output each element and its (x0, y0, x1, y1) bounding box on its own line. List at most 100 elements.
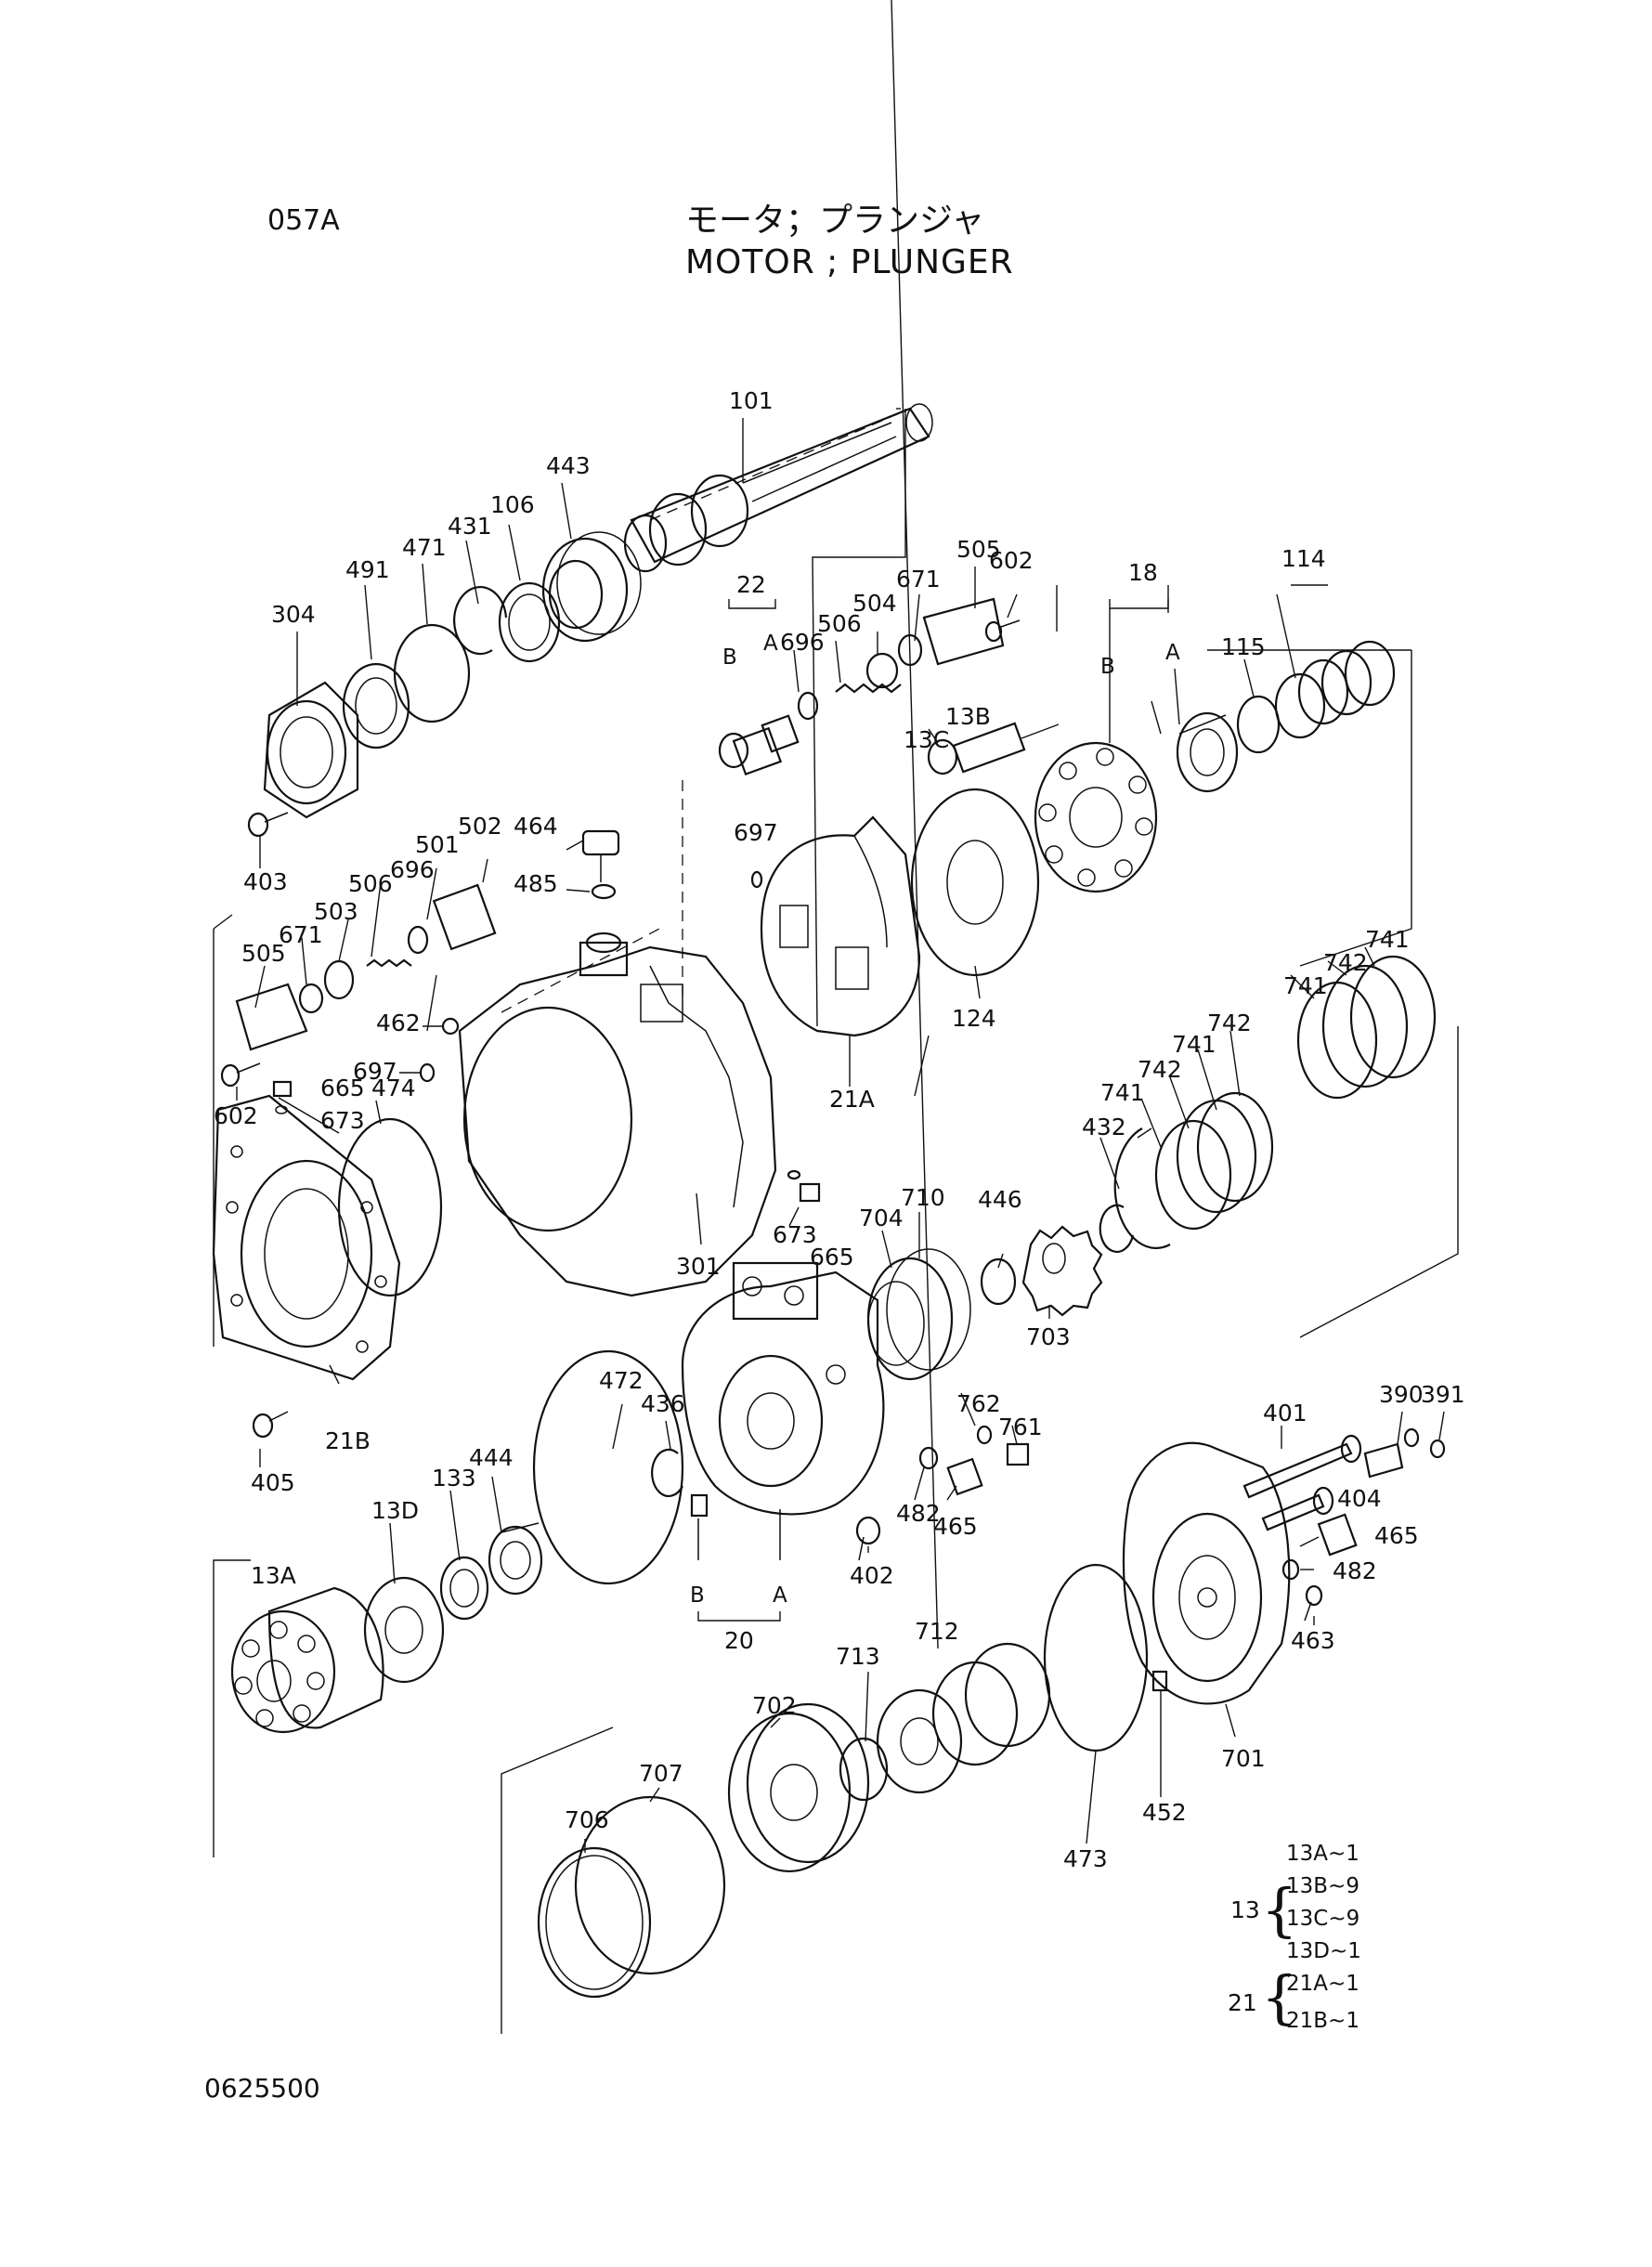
callout-401: 401 (1263, 1400, 1307, 1427)
plate-390-391 (1363, 1427, 1446, 1479)
swash-21a (760, 815, 921, 1037)
callout-402: 402 (850, 1562, 894, 1589)
callout-22-a: A (763, 632, 778, 656)
ring-115 (1236, 695, 1281, 754)
callout-697-left: 697 (353, 1058, 397, 1085)
bolt-405 (252, 1411, 289, 1439)
callout-671-top: 671 (896, 566, 941, 593)
callout-696-left: 696 (390, 856, 435, 883)
plate-124 (910, 788, 1040, 977)
callout-471: 471 (402, 534, 447, 561)
snap-ring-432 (1099, 1204, 1135, 1253)
gear-703 (1021, 1225, 1103, 1317)
callout-602-top: 602 (989, 547, 1034, 574)
callout-115: 115 (1221, 633, 1266, 660)
valve-group-left (220, 883, 497, 1088)
piston-702 (727, 1702, 870, 1873)
callout-713: 713 (836, 1643, 880, 1670)
title-japanese: モータ；プランジャ (685, 202, 985, 240)
callout-501: 501 (415, 831, 460, 858)
springs-712 (876, 1642, 1051, 1794)
callout-742-c: 742 (1138, 1056, 1182, 1083)
o-ring-471 (393, 623, 471, 723)
page-code: 057A (267, 204, 340, 237)
snap-ring-431 (453, 585, 508, 656)
callout-506-top: 506 (817, 610, 862, 637)
leader-lines (236, 0, 1445, 1853)
callout-742-b: 742 (1207, 1010, 1252, 1036)
callout-21a: 21A (829, 1086, 875, 1113)
valve-plate-18 (1034, 741, 1158, 893)
plunger-13b-13c (927, 722, 1060, 775)
callout-741-c: 741 (1172, 1031, 1216, 1058)
spring-set-114 (1274, 640, 1396, 739)
callout-482-right: 482 (1333, 1557, 1377, 1584)
callout-742-a: 742 (1323, 949, 1368, 976)
callout-761: 761 (998, 1414, 1043, 1440)
callout-431: 431 (448, 513, 492, 540)
callout-707: 707 (639, 1760, 683, 1787)
callout-20-a: A (773, 1583, 787, 1608)
callout-712: 712 (915, 1618, 959, 1645)
callout-710: 710 (901, 1184, 945, 1211)
callout-124: 124 (952, 1005, 996, 1032)
group-21-brace: { (1261, 1963, 1297, 2031)
group-21-item-a: 21A~1 (1286, 1972, 1359, 1996)
o-ring-485 (591, 883, 617, 900)
callout-741-d: 741 (1100, 1079, 1145, 1106)
valve-22 (718, 597, 1021, 776)
plug-462 (441, 1017, 460, 1036)
callout-133: 133 (432, 1465, 476, 1492)
callout-673-mid: 673 (773, 1221, 817, 1248)
group-13-item-a: 13A~1 (1286, 1842, 1359, 1866)
callout-301: 301 (676, 1253, 721, 1280)
piston-710-704 (866, 1248, 971, 1381)
callout-446: 446 (978, 1186, 1022, 1213)
callout-405: 405 (251, 1469, 295, 1496)
callout-491: 491 (345, 556, 390, 583)
callout-473: 473 (1063, 1845, 1108, 1872)
callout-741-b: 741 (1283, 972, 1328, 999)
callout-505-top: 505 (956, 536, 1001, 563)
flange-21b (212, 1094, 401, 1381)
group-legend-21: 21 { 21A~1 21B~1 (1228, 1963, 1359, 2033)
callout-762: 762 (956, 1390, 1001, 1417)
callout-436: 436 (641, 1390, 685, 1417)
callout-463: 463 (1291, 1627, 1335, 1654)
o-ring-697 (419, 870, 763, 1083)
callout-704: 704 (859, 1205, 904, 1231)
callout-464: 464 (514, 813, 558, 840)
ring-446 (980, 1257, 1017, 1306)
group-21-item-b: 21B~1 (1286, 2009, 1359, 2033)
callout-403: 403 (243, 868, 288, 895)
group-13-label: 13 (1230, 1896, 1260, 1923)
shaft-101 (623, 403, 933, 573)
o-ring-472 (532, 1349, 684, 1585)
bearing-444 (488, 1522, 543, 1596)
callout-452: 452 (1142, 1799, 1187, 1826)
callout-741-a: 741 (1365, 926, 1410, 953)
callout-18-b: B (1100, 655, 1115, 679)
callout-502: 502 (458, 813, 502, 840)
callout-18-a: A (1165, 641, 1180, 665)
callout-465-mid: 465 (933, 1513, 978, 1540)
plug-464 (581, 829, 620, 882)
callout-13b: 13B (945, 703, 991, 730)
callout-702: 702 (752, 1692, 797, 1719)
callout-504: 504 (852, 590, 897, 617)
callout-304: 304 (271, 601, 316, 628)
callout-114: 114 (1281, 545, 1326, 572)
callout-482-mid: 482 (896, 1500, 941, 1527)
callout-20: 20 (724, 1627, 754, 1654)
friction-plates-741-742 (1113, 955, 1437, 1249)
callout-673-left: 673 (320, 1107, 365, 1134)
callout-444: 444 (469, 1444, 514, 1471)
callout-391: 391 (1421, 1381, 1465, 1408)
callout-697-top: 697 (734, 819, 778, 846)
bearing-18a (1176, 711, 1239, 793)
housing-301 (458, 932, 777, 1297)
callout-20-b: B (690, 1583, 705, 1608)
assembly-guide-lines (213, 408, 1459, 2034)
callout-106: 106 (490, 491, 535, 518)
callout-390: 390 (1379, 1381, 1424, 1408)
